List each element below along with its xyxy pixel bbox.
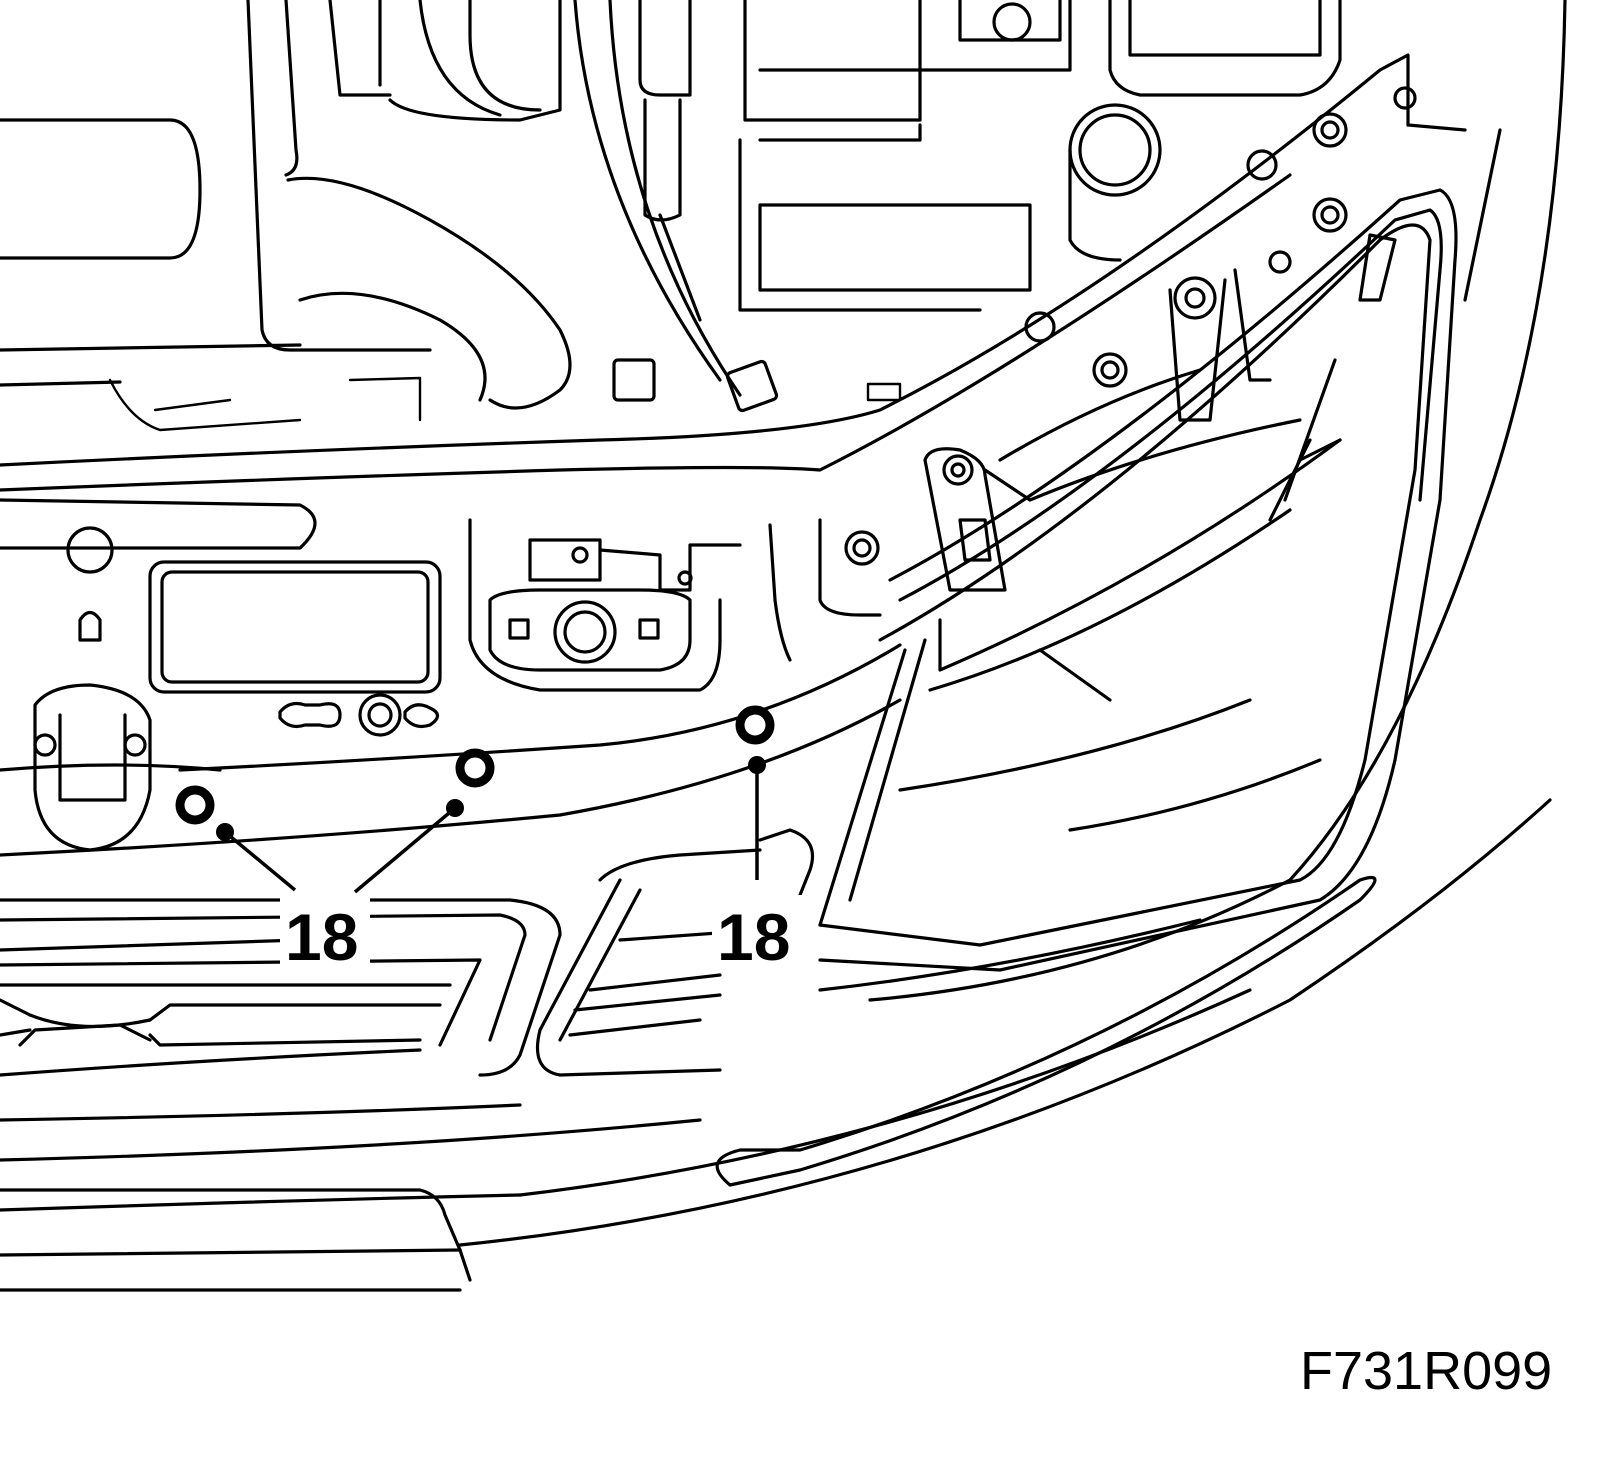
figure-id: F731R099 [1300,1341,1553,1401]
engine-bay [0,0,1342,432]
leader-line [353,806,457,894]
fastener-callouts: 18 18 [175,705,802,974]
fastener-ring [735,705,775,745]
callout-label: 18 [285,900,358,974]
callout-label: 18 [717,900,790,974]
fastener-ring [175,785,215,825]
fastener-ring [455,748,495,788]
headlamp-assembly [818,0,1567,1002]
radiator-support-panel [0,53,1467,852]
front-bumper [0,643,1552,1292]
leader-line [223,830,297,892]
